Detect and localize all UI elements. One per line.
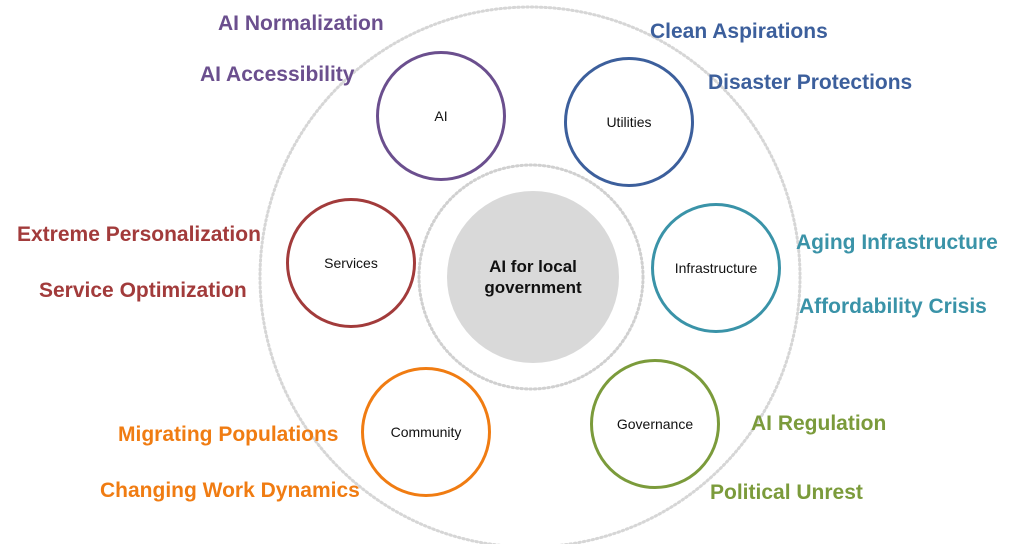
trend-political-unrest: Political Unrest — [710, 481, 863, 504]
trend-affordability-crisis: Affordability Crisis — [799, 295, 987, 318]
node-label: Utilities — [606, 114, 652, 130]
trend-service-optimization: Service Optimization — [39, 279, 247, 302]
trend-aging-infrastructure: Aging Infrastructure — [796, 231, 998, 254]
center-topic: AI for local government — [447, 191, 619, 363]
inner-dotted-ring — [417, 163, 645, 391]
trend-clean-aspirations: Clean Aspirations — [650, 20, 828, 43]
node-label: Community — [390, 424, 462, 440]
center-line2: government — [484, 278, 582, 297]
outer-dotted-ring — [258, 5, 802, 544]
trend-extreme-personalization: Extreme Personalization — [17, 223, 261, 246]
trend-disaster-protections: Disaster Protections — [708, 71, 913, 94]
trend-ai-regulation: AI Regulation — [751, 412, 887, 435]
node-services: Services — [286, 198, 416, 328]
node-utilities: Utilities — [564, 57, 694, 187]
center-line1: AI for local — [489, 257, 577, 276]
trend-ai-accessibility: AI Accessibility — [200, 63, 355, 86]
trend-changing-work-dynamics: Changing Work Dynamics — [100, 479, 360, 502]
node-label: Infrastructure — [674, 260, 758, 276]
node-community: Community — [361, 367, 491, 497]
node-label: Governance — [616, 416, 694, 432]
node-label: AI — [434, 108, 448, 124]
node-infrastructure: Infrastructure — [651, 203, 781, 333]
node-ai: AI — [376, 51, 506, 181]
node-governance: Governance — [590, 359, 720, 489]
trend-migrating-populations: Migrating Populations — [118, 423, 339, 446]
trend-ai-normalization: AI Normalization — [218, 12, 384, 35]
node-label: Services — [324, 255, 378, 271]
